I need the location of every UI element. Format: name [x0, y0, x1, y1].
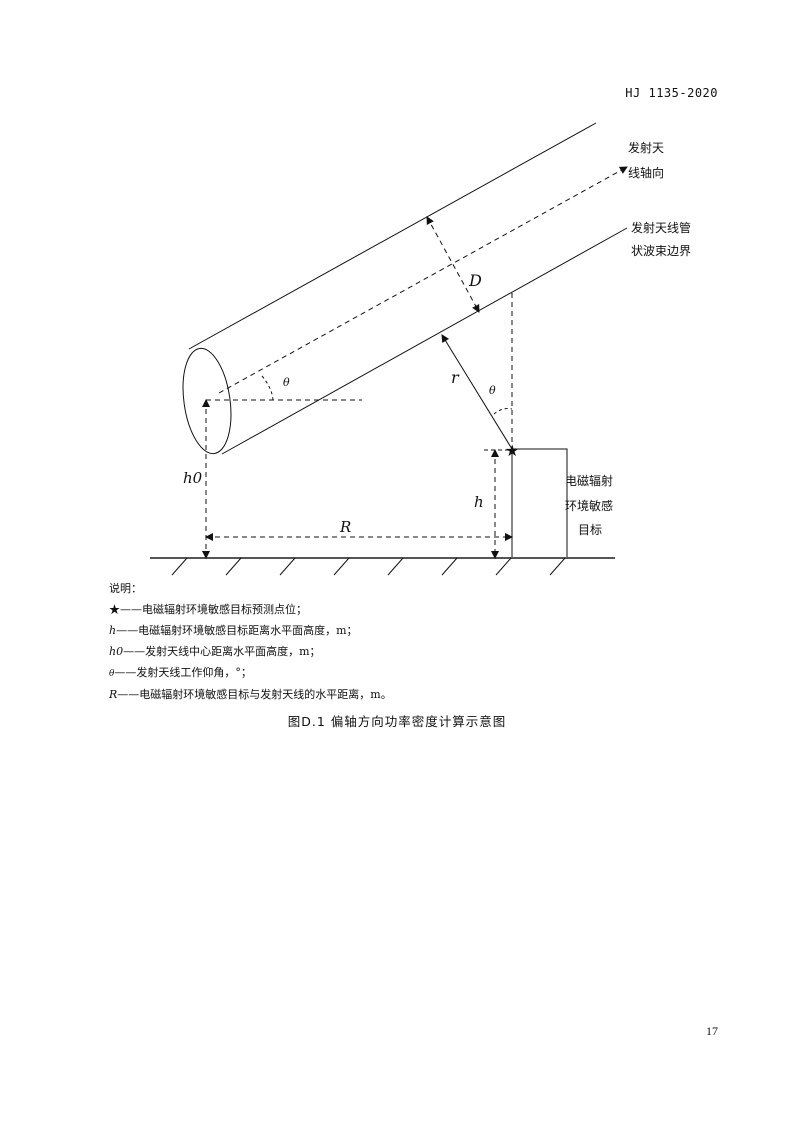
theta-arc-left — [261, 375, 274, 401]
beam-lower-boundary — [221, 227, 628, 455]
D-dimension-arrow — [426, 216, 480, 313]
legend-item: h0——发射天线中心距离水平面高度，m； — [109, 643, 321, 659]
legend-item: R——电磁辐射环境敏感目标与发射天线的水平距离，m。 — [109, 686, 392, 702]
legend-text: ——电磁辐射环境敏感目标与发射天线的水平距离，m。 — [117, 688, 392, 701]
axis-label-line2: 线轴向 — [628, 166, 665, 180]
antenna-aperture-ellipse — [182, 347, 232, 455]
legend-item: h——电磁辐射环境敏感目标距离水平面高度，m； — [109, 622, 358, 638]
legend-symbol: h0 — [109, 645, 124, 658]
theta-arc-right — [493, 408, 513, 415]
legend-title: 说明： — [109, 582, 142, 595]
symbol-R: R — [340, 518, 352, 536]
document-code-header: HJ 1135-2020 — [625, 86, 718, 100]
symbol-D: D — [469, 271, 482, 290]
symbol-r: r — [451, 368, 459, 387]
legend-symbol: ★ — [109, 603, 120, 616]
symbol-theta-right: θ — [489, 384, 496, 397]
page-number: 17 — [706, 1024, 718, 1038]
axis-label-line1: 发射天 — [628, 141, 665, 155]
antenna-axis-arrow — [218, 166, 628, 394]
symbol-h0: h0 — [183, 469, 203, 487]
legend-text: ——电磁辐射环境敏感目标距离水平面高度，m； — [116, 624, 358, 637]
legend-text: ——电磁辐射环境敏感目标预测点位； — [120, 603, 307, 616]
r-distance-arrow — [441, 334, 513, 450]
prediction-point-star-icon: ★ — [505, 441, 519, 460]
legend-item: ★——电磁辐射环境敏感目标预测点位； — [109, 601, 307, 617]
target-label-line1: 电磁辐射 — [565, 474, 614, 488]
legend-text: ——发射天线中心距离水平面高度，m； — [123, 645, 321, 658]
symbol-theta-left: θ — [283, 376, 290, 389]
legend-symbol: θ — [109, 669, 115, 679]
sensitive-target-box — [511, 448, 568, 559]
symbol-h: h — [474, 493, 484, 511]
legend-text: ——发射天线工作仰角，°； — [114, 666, 252, 679]
target-label-line3: 目标 — [578, 523, 603, 537]
target-label-line2: 环境敏感 — [565, 499, 614, 513]
beam-upper-boundary — [188, 122, 597, 350]
legend-symbol: R — [109, 688, 118, 701]
boundary-label-line1: 发射天线管 — [631, 221, 692, 235]
figure-caption: 图D.1 偏轴方向功率密度计算示意图 — [287, 714, 507, 729]
boundary-label-line2: 状波束边界 — [631, 244, 692, 258]
legend-symbol: h — [109, 624, 117, 637]
ground-hatching — [171, 557, 566, 576]
legend-item: θ——发射天线工作仰角，°； — [109, 664, 252, 680]
